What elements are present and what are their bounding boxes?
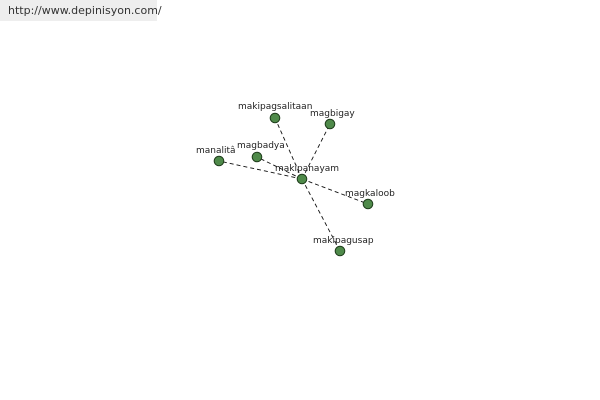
node-label-makipanayam: makipanayam	[275, 164, 339, 174]
node-magkaloob[interactable]	[362, 198, 374, 210]
node-label-magkaloob: magkaloob	[345, 189, 395, 199]
node-label-manalita: manalitâ	[196, 146, 236, 156]
edge-makipanayam-magbadya	[256, 156, 303, 180]
node-label-makipagusap: makipagusap	[313, 236, 374, 246]
node-manalita[interactable]	[213, 155, 225, 167]
node-makipagusap[interactable]	[334, 245, 346, 257]
node-magbigay[interactable]	[324, 118, 336, 130]
edge-makipanayam-magbigay	[301, 123, 331, 180]
source-url: http://www.depinisyon.com/	[0, 0, 162, 21]
node-label-magbadya: magbadya	[237, 141, 285, 151]
node-magbadya[interactable]	[251, 151, 263, 163]
edge-makipanayam-manalita	[218, 160, 303, 180]
node-label-magbigay: magbigay	[310, 109, 355, 119]
node-makipanayam[interactable]	[296, 173, 308, 185]
edge-makipanayam-magkaloob	[301, 178, 369, 205]
node-label-makipagsalitaan: makipagsalitaan	[238, 102, 312, 112]
node-makipagsalitaan[interactable]	[269, 112, 281, 124]
edges-layer	[218, 117, 369, 252]
